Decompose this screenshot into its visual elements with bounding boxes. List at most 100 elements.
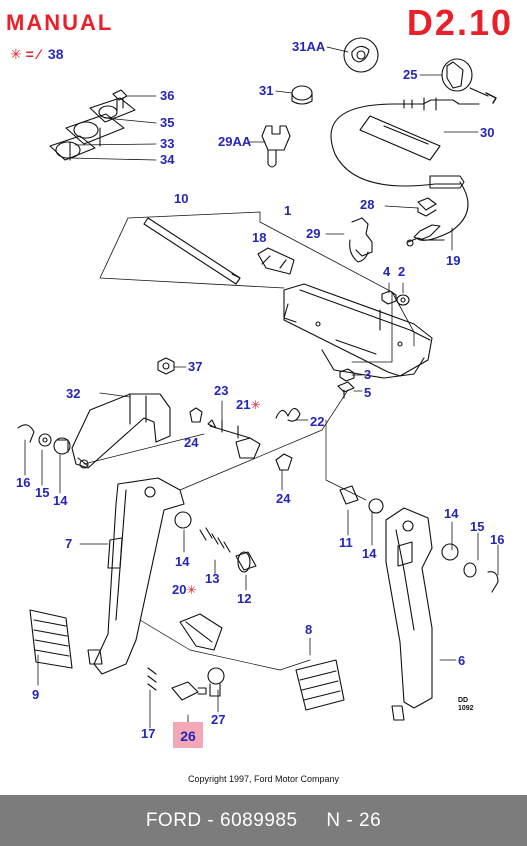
callout-3[interactable]: 3	[364, 367, 372, 382]
callout-9[interactable]: 9	[32, 687, 40, 702]
callout-14-right-b[interactable]: 14	[444, 506, 459, 521]
callout-4[interactable]: 4	[383, 264, 391, 279]
callout-28[interactable]: 28	[360, 197, 375, 212]
callout-16-right[interactable]: 16	[490, 532, 505, 547]
transmission-type-title: MANUAL	[6, 10, 114, 35]
part-14-bushing-left	[53, 437, 71, 455]
asterisk-icon: ✳	[250, 398, 261, 412]
part-21-clevis	[235, 437, 261, 459]
callout-32[interactable]: 32	[66, 386, 81, 401]
asterisk-icon: ✳	[186, 583, 197, 597]
part-8-brake-pad	[295, 659, 345, 711]
part-16-clip-left	[17, 424, 35, 443]
callout-24-upper[interactable]: 24	[184, 435, 199, 450]
callout-25[interactable]: 25	[403, 67, 418, 82]
callout-27[interactable]: 27	[211, 712, 226, 727]
part-14-bushing-right-b	[441, 543, 459, 561]
footer-page-ref: N - 26	[326, 810, 382, 831]
callout-15-right[interactable]: 15	[470, 519, 485, 534]
callout-30[interactable]: 30	[480, 125, 495, 140]
footer-separator: -	[201, 810, 221, 831]
part-17-spring	[147, 667, 157, 691]
callout-17[interactable]: 17	[141, 726, 156, 741]
leader-lines	[24, 46, 499, 729]
callout-23[interactable]: 23	[214, 383, 229, 398]
part-24-clip-upper	[189, 407, 203, 423]
callout-31[interactable]: 31	[259, 83, 274, 98]
part-7-clutch-pedal	[93, 477, 185, 675]
callout-12[interactable]: 12	[237, 591, 252, 606]
callout-13[interactable]: 13	[205, 571, 220, 586]
part-18-clip	[257, 247, 295, 275]
part-24-clip-lower	[275, 453, 293, 471]
callout-8[interactable]: 8	[305, 622, 313, 637]
part-19-cable-end	[406, 237, 445, 247]
callout-14-center[interactable]: 14	[175, 554, 190, 569]
callout-26-number: 26	[180, 728, 196, 744]
callout-14-right-a[interactable]: 14	[362, 546, 377, 561]
drawing-ref-line1: DD	[458, 697, 469, 704]
callout-21-number: 21	[236, 397, 251, 412]
callout-19[interactable]: 19	[446, 253, 461, 268]
callout-16-left[interactable]: 16	[16, 475, 31, 490]
callout-1[interactable]: 1	[284, 203, 292, 218]
part-37-nut	[157, 357, 175, 375]
part-12-bushing	[235, 551, 257, 573]
part-29-clip	[349, 217, 373, 263]
part-2-washer	[396, 294, 410, 306]
callout-2[interactable]: 2	[398, 264, 406, 279]
part-20-switch-bracket	[179, 613, 223, 651]
part-1-pedal-bracket	[283, 283, 433, 379]
part-26-stop-switch	[171, 681, 207, 701]
callout-34[interactable]: 34	[160, 152, 175, 167]
bracket-outline-box	[99, 211, 415, 363]
copyright-notice: Copyright 1997, Ford Motor Company	[187, 774, 340, 784]
callout-37[interactable]: 37	[188, 359, 203, 374]
callout-10[interactable]: 10	[174, 191, 189, 206]
legend-symbol: ✳ = ⁄	[10, 46, 41, 62]
part-15-washer-right	[463, 562, 477, 578]
callout-20-number: 20	[172, 582, 187, 597]
callout-24-lower[interactable]: 24	[276, 491, 291, 506]
callout-20[interactable]: 20✳	[172, 582, 197, 598]
callout-5[interactable]: 5	[364, 385, 372, 400]
callout-33[interactable]: 33	[160, 136, 175, 151]
callout-29aa[interactable]: 29AA	[218, 134, 252, 149]
footer-part-number: 6089985	[220, 810, 298, 831]
part-32-lever	[71, 393, 171, 469]
callout-15-left[interactable]: 15	[35, 485, 50, 500]
part-31-bushing	[291, 85, 313, 105]
part-16-clip-right	[487, 571, 499, 593]
callout-11[interactable]: 11	[339, 535, 353, 550]
part-28-clip	[417, 197, 437, 217]
callout-31aa[interactable]: 31AA	[292, 39, 326, 54]
callout-22[interactable]: 22	[310, 414, 325, 429]
part-14-bushing-right-a	[368, 498, 384, 514]
callout-29[interactable]: 29	[306, 226, 321, 241]
part-3-nut	[339, 368, 355, 382]
part-30-clutch-cable	[330, 97, 480, 241]
part-9-pedal-pad	[29, 609, 103, 669]
legend-note: ✳ = ⁄ 38	[10, 46, 64, 63]
callout-6[interactable]: 6	[458, 653, 466, 668]
part-10-rod	[143, 217, 241, 285]
part-14-bushing-center	[174, 511, 192, 529]
footer-brand: FORD	[145, 810, 202, 831]
part-5-bolt	[337, 381, 355, 399]
callout-18[interactable]: 18	[252, 230, 267, 245]
part-number-footer: FORD - 6089985 N - 26	[0, 795, 527, 846]
assembly-links	[83, 389, 367, 671]
footer-gap	[298, 810, 327, 831]
callout-35[interactable]: 35	[160, 115, 175, 130]
part-25-bracket	[441, 58, 497, 104]
part-29aa-clip	[261, 125, 291, 168]
part-35-33-34-pivot	[49, 97, 136, 161]
part-6-brake-pedal	[385, 507, 433, 721]
callout-7[interactable]: 7	[65, 536, 73, 551]
callout-14-left[interactable]: 14	[53, 493, 68, 508]
callout-21[interactable]: 21✳	[236, 397, 261, 413]
callout-36[interactable]: 36	[160, 88, 175, 103]
callout-26-highlighted[interactable]: 26	[173, 722, 203, 748]
part-36-bolt	[112, 89, 128, 111]
